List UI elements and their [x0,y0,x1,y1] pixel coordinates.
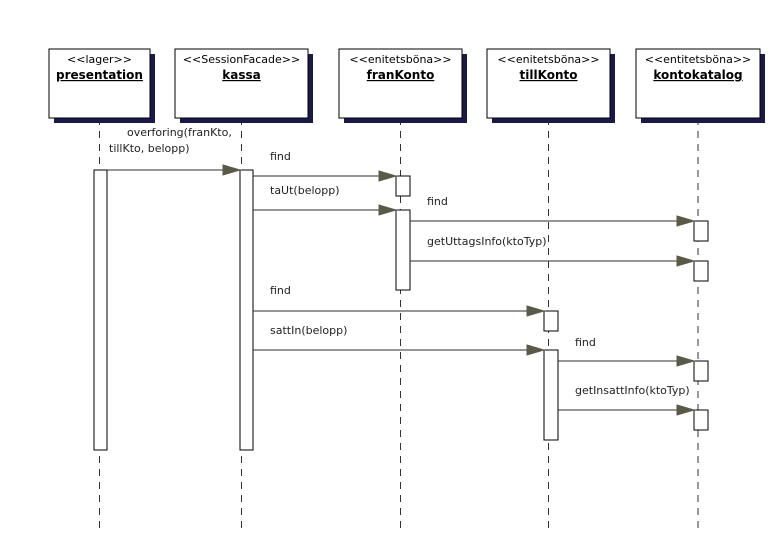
participant-name: tillKonto [520,68,578,82]
participant-box [174,48,309,119]
activation-bar [239,169,254,451]
message-label: find [270,150,291,163]
message-kontokatalog: getInsattInfo(ktoTyp) [558,384,696,416]
activation-bar [395,209,411,291]
participant-box [338,48,463,119]
messages: overforing(franKto, tillKto, belopp) find t… [107,126,696,416]
participant-stereotype: <<SessionFacade>> [183,53,300,66]
message-kassa: overforing(franKto, tillKto, belopp) [107,126,242,176]
activation-bar [93,169,108,451]
participant-kassa: <<SessionFacade>> kassa [174,48,313,534]
participant-box [635,48,761,119]
message-franKonto: find [253,150,398,182]
participant-kontokatalog: <<entitetsböna>> kontokatalog [635,48,765,534]
message-kontokatalog: getUttagsInfo(ktoTyp) [410,235,696,267]
message-label: getInsattInfo(ktoTyp) [575,384,690,397]
arrowhead-icon [526,344,546,356]
participant-name: kassa [222,68,260,82]
message-kontokatalog: find [410,195,696,227]
participants: <<lager>> presentation <<SessionFacade>> ka… [48,48,765,534]
arrowhead-icon [378,170,398,182]
message-label: taUt(belopp) [270,184,340,197]
message-franKonto: taUt(belopp) [253,184,398,216]
message-tillKonto: find [253,284,546,317]
arrowhead-icon [676,215,696,227]
message-label: sattIn(belopp) [270,324,347,337]
arrowhead-icon [378,204,398,216]
activation-bars [93,169,709,451]
activation-bar [693,409,709,431]
participant-name: kontokatalog [653,68,742,82]
participant-box [486,48,611,119]
arrowhead-icon [222,164,242,176]
arrowhead-icon [676,255,696,267]
activation-bar [543,310,559,332]
activation-bar [693,220,709,242]
message-tillKonto: sattIn(belopp) [253,324,546,356]
message-label: find [270,284,291,297]
participant-presentation: <<lager>> presentation [48,48,155,534]
participant-tillKonto: <<enitetsböna>> tillKonto [486,48,615,534]
message-label: overforing(franKto, [127,126,232,139]
participant-stereotype: <<enitetsböna>> [497,53,599,66]
arrowhead-icon [676,404,696,416]
message-label: getUttagsInfo(ktoTyp) [427,235,547,248]
activation-bar [395,175,411,197]
message-label: find [575,336,596,349]
participant-stereotype: <<lager>> [67,53,132,66]
participant-box [48,48,151,119]
participant-franKonto: <<enitetsböna>> franKonto [338,48,467,534]
participant-stereotype: <<enitetsböna>> [349,53,451,66]
participant-name: franKonto [367,68,435,82]
participant-name: presentation [56,68,143,82]
activation-bar [543,349,559,441]
participant-stereotype: <<entitetsböna>> [645,53,752,66]
arrowhead-icon [526,305,546,317]
message-kontokatalog: find [558,336,696,367]
message-label: find [427,195,448,208]
activation-bar [693,260,709,282]
activation-bar [693,360,709,382]
message-label: tillKto, belopp) [109,142,190,155]
arrowhead-icon [676,355,696,367]
